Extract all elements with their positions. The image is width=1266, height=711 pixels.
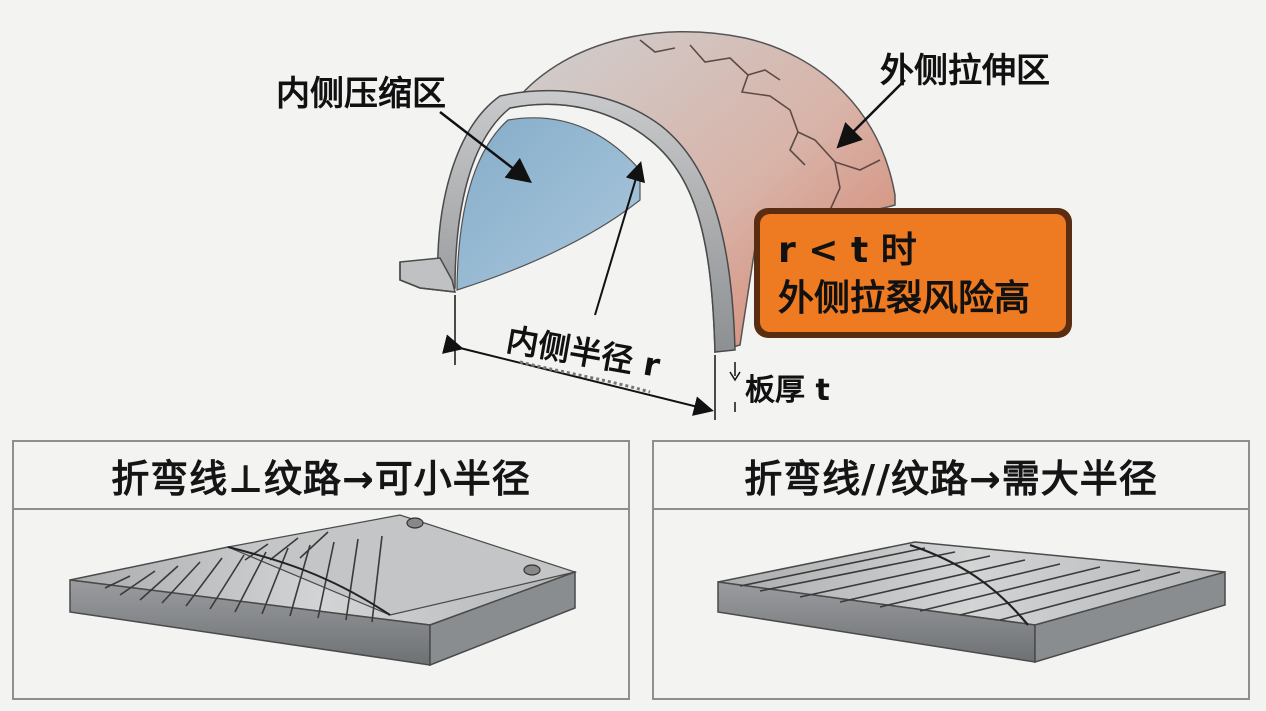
leader-inner-compression	[439, 111, 532, 184]
panel-perpendicular: 折弯线⊥纹路→可小半径	[12, 440, 630, 700]
sheet-edge-band	[436, 89, 736, 353]
plate-perpendicular-grain	[69, 514, 578, 667]
label-thickness: 板厚 t	[745, 373, 830, 408]
label-outer-tension: 外侧拉伸区	[880, 51, 1050, 91]
inner-compression-face	[456, 117, 641, 291]
warning-line-1: r < t 时	[778, 230, 917, 271]
panel-parallel: 折弯线//纹路→需大半径	[652, 440, 1250, 700]
radius-dimension	[442, 295, 716, 420]
label-inner-radius: 内侧半径 r	[504, 320, 663, 384]
warning-line-2: 外侧拉裂风险高	[778, 278, 1030, 319]
crack-lines	[639, 39, 881, 211]
thickness-dimension	[729, 362, 741, 412]
panel-parallel-title: 折弯线//纹路→需大半径	[654, 442, 1248, 510]
leader-outer-tension	[836, 79, 906, 149]
warning-callout: r < t 时 外侧拉裂风险高	[754, 208, 1072, 338]
radius-leader	[594, 161, 645, 316]
plate-parallel-grain	[717, 541, 1226, 664]
panel-perpendicular-title: 折弯线⊥纹路→可小半径	[14, 442, 628, 510]
label-inner-compression: 内侧压缩区	[276, 74, 446, 114]
